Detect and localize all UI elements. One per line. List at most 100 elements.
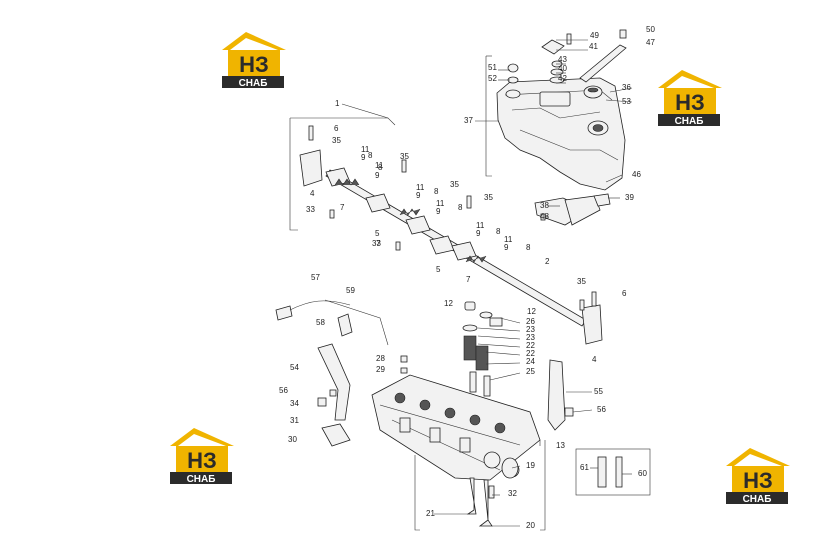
callout-37: 37	[464, 116, 473, 125]
callout-34: 34	[290, 399, 299, 408]
callout-19: 19	[526, 461, 535, 470]
callout-24: 24	[526, 357, 535, 366]
callout-8: 8	[458, 203, 463, 212]
callout-35: 35	[332, 136, 341, 145]
callout-30: 30	[288, 435, 297, 444]
callout-39: 39	[625, 193, 634, 202]
leader-line	[605, 99, 633, 103]
callout-40: 40	[558, 64, 567, 73]
callout-31: 31	[290, 416, 299, 425]
leader-line	[609, 87, 633, 93]
callout-4: 4	[310, 189, 315, 198]
callout-52: 52	[488, 74, 497, 83]
callout-42: 42	[558, 74, 567, 83]
logo-sub: СНАБ	[187, 474, 216, 485]
callout-43: 43	[558, 55, 567, 64]
logo-mark: НЗ	[239, 52, 269, 77]
cylinder-head	[371, 374, 546, 531]
callout-9: 9	[416, 191, 421, 200]
callout-35: 35	[450, 180, 459, 189]
callout-56: 56	[279, 386, 288, 395]
logo-sub: СНАБ	[239, 78, 268, 89]
callout-7: 7	[376, 239, 381, 248]
callout-46: 46	[632, 170, 641, 179]
callout-9: 9	[375, 171, 380, 180]
oil-filler-cap	[583, 85, 603, 99]
callout-54: 54	[290, 363, 299, 372]
callout-35: 35	[400, 152, 409, 161]
callout-35: 35	[577, 277, 586, 286]
callout-59: 59	[346, 286, 355, 295]
callout-35: 35	[484, 193, 493, 202]
leader-line	[489, 372, 521, 381]
callout-13: 13	[556, 441, 565, 450]
callout-7: 7	[466, 275, 471, 284]
callout-8: 8	[378, 163, 383, 172]
callout-56: 56	[597, 405, 606, 414]
callout-55: 55	[594, 387, 603, 396]
leader-line	[477, 335, 521, 340]
leader-line	[605, 174, 623, 183]
callout-23: 23	[526, 333, 535, 342]
callout-50: 50	[646, 25, 655, 34]
callout-38: 38	[540, 201, 549, 210]
callout-2: 2	[545, 257, 550, 266]
callout-11: 11	[436, 199, 445, 208]
callout-8: 8	[368, 151, 373, 160]
callout-8: 8	[434, 187, 439, 196]
callout-48: 48	[540, 212, 549, 221]
callout-21: 21	[426, 509, 435, 518]
callout-7: 7	[340, 203, 345, 212]
logo-mark: НЗ	[187, 448, 217, 473]
callout-61: 61	[580, 463, 589, 472]
callout-26: 26	[526, 317, 535, 326]
logo-mark: НЗ	[743, 468, 773, 493]
leader-line	[499, 317, 521, 324]
callout-33: 33	[372, 239, 381, 248]
callout-11: 11	[416, 183, 425, 192]
callout-1: 1	[335, 99, 340, 108]
callout-4: 4	[592, 355, 597, 364]
callout-41: 41	[589, 42, 598, 51]
valve-train	[462, 301, 519, 527]
callout-22: 22	[526, 341, 535, 350]
leader-line	[341, 103, 389, 119]
callout-60: 60	[638, 469, 647, 478]
callout-25: 25	[526, 367, 535, 376]
callout-20: 20	[526, 521, 535, 530]
leader-line	[572, 409, 593, 413]
callout-29: 29	[376, 365, 385, 374]
callout-51: 51	[488, 63, 497, 72]
logo-mark: НЗ	[675, 90, 705, 115]
callout-49: 49	[590, 31, 599, 40]
leader-line	[485, 362, 521, 365]
callout-9: 9	[504, 243, 509, 252]
callout-47: 47	[646, 38, 655, 47]
callout-58: 58	[316, 318, 325, 327]
leader-line	[511, 465, 521, 469]
breather-plate	[534, 193, 611, 226]
callout-12: 12	[527, 307, 536, 316]
callout-57: 57	[311, 273, 320, 282]
breather-parts	[507, 29, 627, 84]
callout-6: 6	[334, 124, 339, 133]
callout-11: 11	[375, 161, 384, 170]
rocker-cover	[485, 55, 626, 191]
leader-line	[485, 351, 521, 356]
callout-11: 11	[476, 221, 485, 230]
callout-11: 11	[504, 235, 513, 244]
leader-line	[477, 327, 521, 332]
callout-23: 23	[526, 325, 535, 334]
logo-sub: СНАБ	[675, 116, 704, 127]
rocker-assembly	[289, 117, 603, 345]
callout-33: 33	[306, 205, 315, 214]
callout-9: 9	[361, 153, 366, 162]
callout-32: 32	[508, 489, 517, 498]
callout-8: 8	[496, 227, 501, 236]
